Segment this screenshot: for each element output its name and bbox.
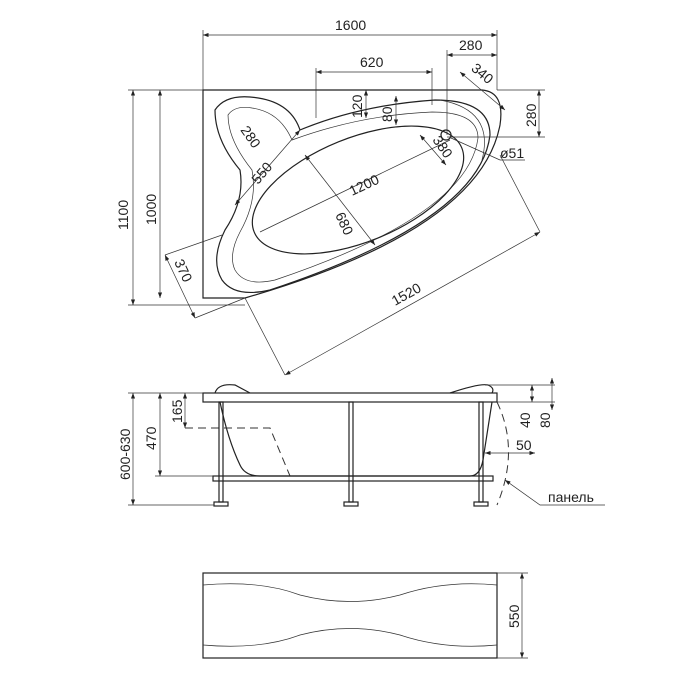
dim-1520: 1520	[389, 279, 424, 308]
rim-outline	[214, 96, 491, 293]
dim-1000: 1000	[143, 194, 159, 225]
legs	[213, 401, 489, 507]
dim-80-side: 80	[537, 412, 553, 428]
dim-680: 680	[332, 210, 356, 238]
dim-470: 470	[143, 426, 159, 450]
dim-165: 165	[169, 399, 185, 423]
headrest-curve	[439, 99, 485, 161]
dim-1100: 1100	[115, 200, 131, 230]
dim-1600: 1600	[335, 17, 366, 33]
dim-550-panel: 550	[506, 604, 522, 628]
dim-370: 370	[171, 257, 195, 285]
dim-40: 40	[517, 412, 533, 428]
dim-80: 80	[379, 106, 395, 122]
plan-view: 1600 280 620 340 280 120 80 280 550 1200…	[115, 17, 545, 376]
side-view: 600-630 470 165 40 80 50 панель	[117, 378, 605, 507]
headrest-right	[449, 384, 494, 394]
panel-rect	[202, 572, 498, 659]
panel-outline	[496, 401, 509, 506]
tub-body	[219, 401, 493, 477]
tub-rim	[202, 392, 498, 403]
dim-diameter-51: ø51	[500, 145, 524, 161]
dim-600-630: 600-630	[117, 428, 133, 480]
dim-280-top: 280	[459, 37, 483, 53]
dim-620: 620	[360, 54, 384, 70]
dim-50: 50	[516, 437, 532, 453]
dim-120: 120	[349, 94, 365, 118]
dim-280-right: 280	[523, 103, 539, 127]
headrest-left	[214, 384, 251, 394]
dim-1200: 1200	[347, 171, 382, 199]
front-panel-view: 550	[202, 572, 528, 659]
panel-label: панель	[548, 489, 594, 505]
dim-280-headrest: 280	[238, 123, 265, 151]
